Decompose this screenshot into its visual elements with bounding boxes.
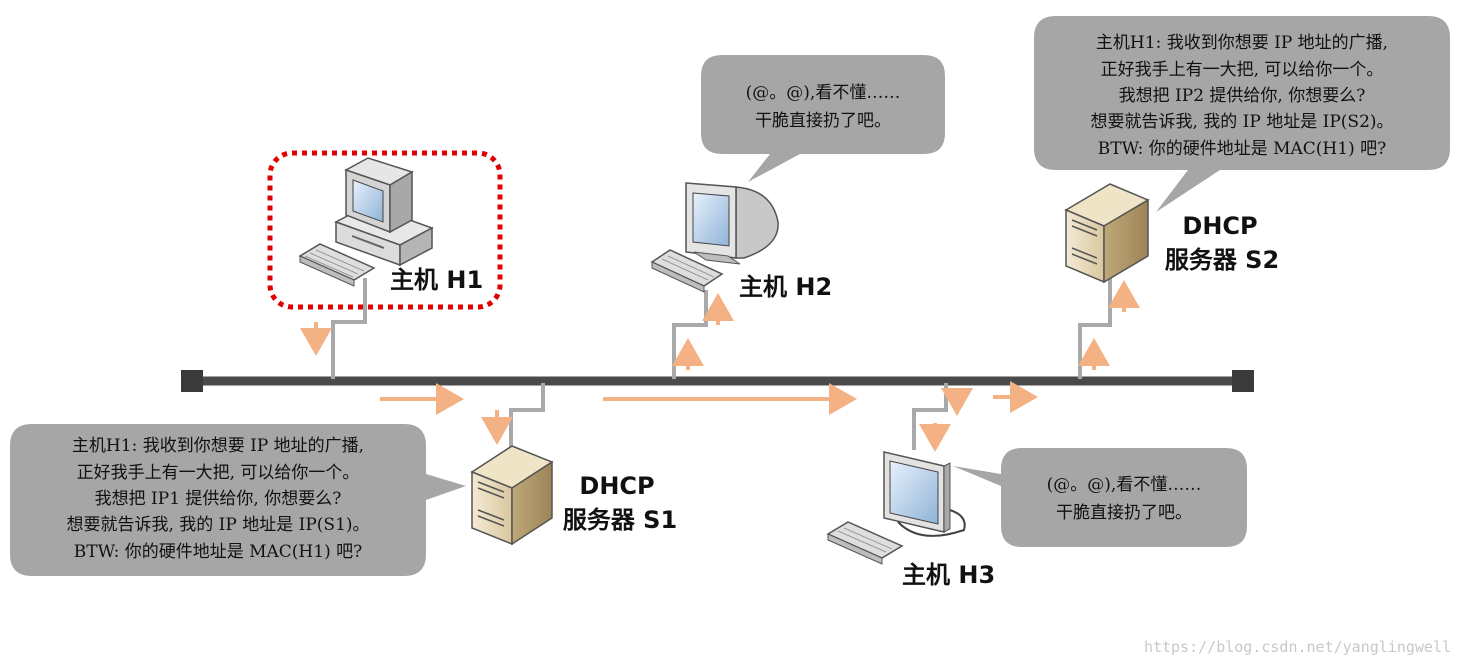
- server-tower-icon: [1064, 183, 1150, 284]
- link-cables: [331, 270, 1112, 455]
- server-s2-label-line1: DHCP: [1182, 212, 1257, 240]
- broadcast-arrows: [300, 280, 1140, 452]
- server-s2-label-line2: 服务器 S2: [1165, 246, 1279, 274]
- link-h1: [331, 278, 367, 379]
- host-h3-label: 主机 H3: [902, 561, 995, 589]
- server-s2: DHCP 服务器 S2: [1064, 183, 1279, 284]
- bubble-s2-line-1: 主机H1: 我收到你想要 IP 地址的广播,: [1096, 33, 1388, 53]
- bubble-s2-line-4: 想要就告诉我, 我的 IP 地址是 IP(S2)。: [1090, 112, 1393, 132]
- speech-bubble-s2: 主机H1: 我收到你想要 IP 地址的广播, 正好我手上有一大把, 可以给你一个…: [1034, 16, 1450, 212]
- host-h1-label: 主机 H1: [390, 266, 483, 294]
- bubble-h3-line-1: (@。@),看不懂……: [1047, 475, 1202, 495]
- bubble-s1-line-3: 我想把 IP1 提供给你, 你想要么?: [95, 489, 342, 509]
- bubble-h3-line-2: 干脆直接扔了吧。: [1056, 503, 1192, 523]
- host-h2: 主机 H2: [650, 182, 832, 301]
- bubble-h2-line-1: (@。@),看不懂……: [746, 83, 901, 103]
- bus-terminator-left: [181, 370, 203, 392]
- server-s1: DHCP 服务器 S1: [470, 445, 677, 546]
- bubble-h2-line-2: 干脆直接扔了吧。: [755, 111, 891, 131]
- desktop-pc-icon: [298, 157, 434, 287]
- h1-highlight-border: [267, 150, 503, 310]
- speech-bubble-s1: 主机H1: 我收到你想要 IP 地址的广播, 正好我手上有一大把, 可以给你一个…: [10, 424, 466, 576]
- watermark: https://blog.csdn.net/yanglingwell: [1144, 638, 1451, 656]
- host-h1: 主机 H1: [267, 150, 503, 310]
- bubble-s1-line-4: 想要就告诉我, 我的 IP 地址是 IP(S1)。: [66, 515, 369, 535]
- network-bus: [181, 370, 1254, 392]
- server-tower-icon: [470, 445, 554, 546]
- bubble-s1-line-2: 正好我手上有一大把, 可以给你一个。: [77, 463, 360, 483]
- bubble-s2-line-2: 正好我手上有一大把, 可以给你一个。: [1101, 60, 1384, 80]
- bus-terminator-right: [1232, 370, 1254, 392]
- speech-bubble-h2: (@。@),看不懂…… 干脆直接扔了吧。: [701, 55, 945, 182]
- keyboard-icon: [650, 249, 724, 293]
- lcd-monitor-icon: [883, 451, 966, 537]
- bubble-s2-line-3: 我想把 IP2 提供给你, 你想要么?: [1119, 86, 1366, 106]
- link-s1: [509, 383, 545, 455]
- server-s1-label-line1: DHCP: [579, 472, 654, 500]
- crt-monitor-icon: [685, 182, 779, 265]
- server-s1-label-line2: 服务器 S1: [563, 506, 677, 534]
- host-h2-label: 主机 H2: [739, 273, 832, 301]
- bubble-s1-line-1: 主机H1: 我收到你想要 IP 地址的广播,: [72, 436, 364, 456]
- bubble-s2-line-5: BTW: 你的硬件地址是 MAC(H1) 吧?: [1098, 139, 1386, 159]
- host-h3: 主机 H3: [826, 451, 995, 589]
- speech-bubble-h3: (@。@),看不懂…… 干脆直接扔了吧。: [953, 448, 1247, 547]
- bubble-s1-line-5: BTW: 你的硬件地址是 MAC(H1) 吧?: [74, 542, 362, 562]
- link-h3: [912, 383, 948, 450]
- keyboard-icon: [826, 521, 904, 565]
